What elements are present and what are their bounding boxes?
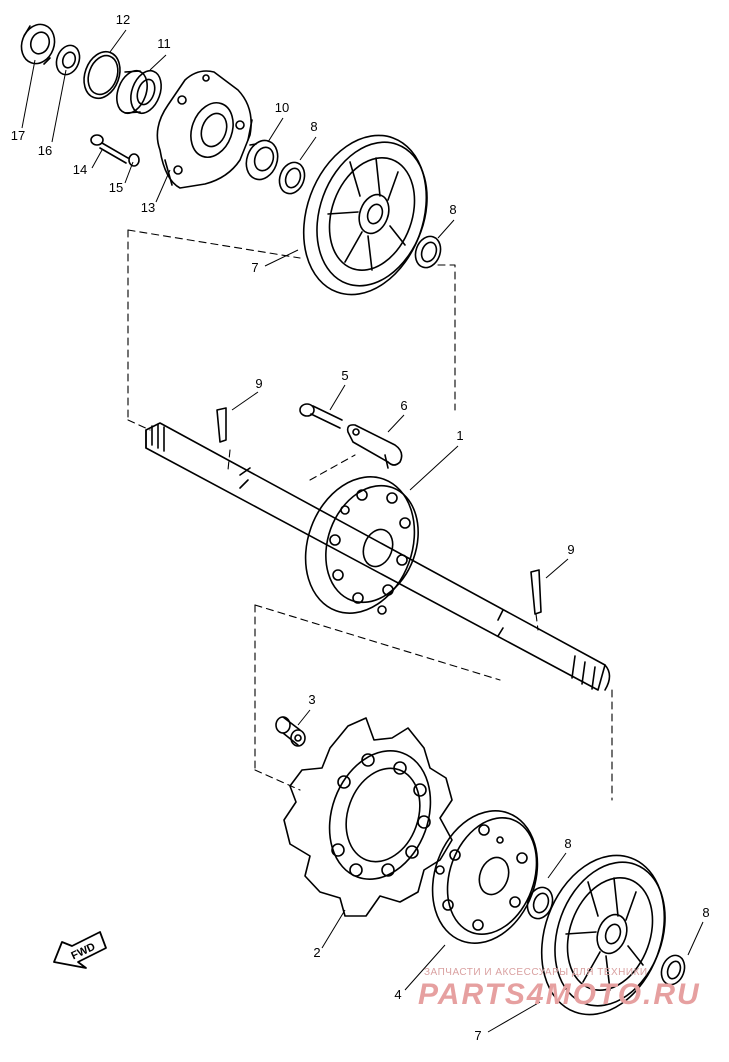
alignment-lines-lower — [254, 604, 613, 801]
leader-line-c15 — [124, 161, 134, 184]
part-4-hub-plate — [431, 810, 539, 944]
callout-c15: 15 — [109, 180, 123, 195]
part-1-drive-shaft — [145, 422, 611, 691]
watermark-logo: PARTS4MOTO.RU — [418, 978, 701, 1011]
leader-line-c14 — [91, 149, 103, 169]
leader-line-c4 — [404, 944, 446, 991]
callout-c5: 5 — [341, 368, 348, 383]
leader-line-c16 — [51, 69, 67, 143]
part-1-shaft-flange — [304, 476, 419, 615]
callout-c9b: 9 — [567, 542, 574, 557]
leader-line-c1 — [409, 445, 459, 491]
callout-c17: 17 — [11, 128, 25, 143]
part-15-washer — [128, 153, 140, 167]
part-6-plate — [346, 424, 403, 469]
part-11-bearing — [116, 69, 162, 115]
callout-c10: 10 — [275, 100, 289, 115]
leader-line-c6 — [387, 414, 405, 433]
callout-c8b: 8 — [449, 202, 456, 217]
part-16-washer — [55, 44, 81, 76]
callout-labels: 17 16 12 11 14 15 13 10 8 8 7 9 5 6 1 9 3 8 8 2 4 7 — [11, 12, 710, 1043]
callout-c16: 16 — [38, 143, 52, 158]
callout-c8a: 8 — [310, 119, 317, 134]
leader-line-c8c — [547, 852, 567, 879]
callout-c11: 11 — [157, 36, 171, 51]
part-12-circlip — [83, 50, 121, 100]
leader-line-c2 — [321, 909, 346, 949]
part-14-bolt — [90, 134, 129, 164]
alignment-lines-upper — [127, 229, 456, 431]
part-7-idler-wheel-lower — [540, 854, 666, 1016]
part-9-pin-lower — [530, 569, 542, 615]
part-3-collar — [275, 716, 306, 747]
part-5-bolt — [299, 403, 343, 429]
leader-line-c8b — [437, 219, 455, 239]
part-8-spacer-upper-b — [414, 235, 442, 269]
callout-c7b: 7 — [474, 1028, 481, 1043]
callout-c7a: 7 — [251, 260, 258, 275]
leader-line-c8d — [687, 921, 704, 956]
part-7-idler-wheel-upper — [302, 134, 428, 296]
leader-line-c5 — [329, 384, 346, 411]
leader-line-c7b — [487, 1001, 541, 1033]
callout-c13: 13 — [141, 200, 155, 215]
part-13-bearing-housing — [156, 70, 253, 189]
part-2-sprocket — [283, 717, 453, 917]
leader-line-c3 — [297, 709, 311, 726]
leader-line-c12 — [109, 29, 127, 53]
part-9-pin-upper — [216, 407, 227, 443]
callout-c6: 6 — [400, 398, 407, 413]
fwd-arrow-icon — [53, 931, 107, 969]
part-8-spacer-lower-a — [526, 886, 554, 920]
callout-c4: 4 — [394, 987, 401, 1002]
part-17-nut — [20, 23, 56, 65]
leader-line-c8a — [299, 136, 317, 161]
leader-line-c11 — [149, 54, 167, 71]
callout-c9a: 9 — [255, 376, 262, 391]
callout-c1: 1 — [456, 428, 463, 443]
part-8-spacer-lower-b — [660, 954, 686, 986]
part-8-spacer-upper-a — [278, 161, 306, 195]
leader-line-c13 — [155, 169, 171, 203]
callout-c2: 2 — [313, 945, 320, 960]
leader-line-c9b — [545, 558, 569, 579]
watermark-tagline: ЗАПЧАСТИ И АКСЕССУАРЫ ДЛЯ ТЕХНИКИ — [424, 967, 648, 978]
callout-c8d: 8 — [702, 905, 709, 920]
callout-c12: 12 — [116, 12, 130, 27]
callout-c3: 3 — [308, 692, 315, 707]
callout-c8c: 8 — [564, 836, 571, 851]
leader-line-c17 — [21, 59, 36, 129]
callout-c14: 14 — [73, 162, 87, 177]
leader-line-c7a — [264, 249, 299, 267]
leader-line-c10 — [267, 117, 284, 143]
alignment-lines-middle — [227, 449, 539, 631]
leader-line-c9a — [231, 391, 259, 411]
